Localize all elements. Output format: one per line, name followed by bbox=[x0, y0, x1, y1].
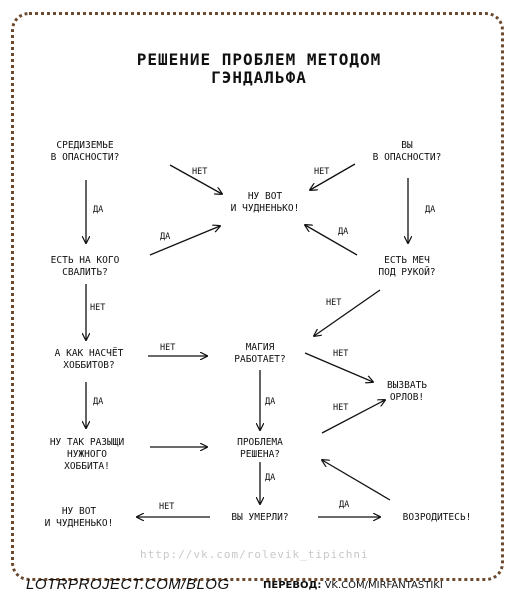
arrow-solved-to-eagles bbox=[321, 400, 385, 434]
node-what-about-hobbits: А КАК НАСЧЁТ ХОББИТОВ? bbox=[54, 348, 124, 371]
arrow-revive-to-solved bbox=[322, 460, 391, 501]
label-yes-sword: ДА bbox=[338, 227, 349, 237]
node-anyone-to-blame: ЕСТЬ НА КОГО СВАЛИТЬ? bbox=[50, 255, 120, 278]
label-yes-hobbits: ДА bbox=[93, 397, 104, 407]
arrow-middle-earth-to-fine bbox=[169, 164, 222, 194]
label-yes-you-danger: ДА bbox=[425, 205, 436, 215]
footer-translation-prefix: ПЕРЕВОД: bbox=[263, 580, 322, 591]
arrow-sword-to-magic bbox=[314, 289, 381, 336]
node-you-died: ВЫ УМЕРЛИ? bbox=[231, 512, 289, 523]
label-no-sword: НЕТ bbox=[326, 298, 342, 308]
watermark-url: http://vk.com/rolevik_tipichni bbox=[140, 548, 369, 561]
label-no-middle-earth: НЕТ bbox=[192, 167, 208, 177]
arrow-blame-to-fine bbox=[149, 226, 220, 256]
arrow-sword-to-fine bbox=[305, 225, 358, 256]
node-middle-earth-in-danger: СРЕДИЗЕМЬЕ В ОПАСНОСТИ? bbox=[50, 140, 120, 163]
node-problem-solved: ПРОБЛЕМА РЕШЕНА? bbox=[237, 437, 283, 460]
arrow-magic-to-eagles bbox=[304, 352, 373, 382]
label-yes-magic: ДА bbox=[265, 397, 276, 407]
footer-translation-link: VK.COM/MIRFANTASTIKI bbox=[324, 580, 443, 591]
footer-source: LOTRPROJECT.COM/BLOG bbox=[26, 576, 230, 593]
title-line-1: РЕШЕНИЕ ПРОБЛЕМ МЕТОДОМ bbox=[136, 50, 382, 69]
label-no-you-danger: НЕТ bbox=[314, 167, 330, 177]
node-call-eagles: ВЫЗВАТЬ ОРЛОВ! bbox=[386, 380, 428, 403]
node-find-hobbit: НУ ТАК РАЗЫЩИ НУЖНОГО ХОББИТА! bbox=[49, 437, 125, 472]
label-yes-blame: ДА bbox=[160, 232, 171, 242]
node-fine-bottom: НУ ВОТ И ЧУДНЕНЬКО! bbox=[44, 506, 114, 529]
dotted-frame bbox=[11, 12, 504, 581]
node-sword-at-hand: ЕСТЬ МЕЧ ПОД РУКОЙ? bbox=[378, 255, 436, 278]
arrow-you-danger-to-fine bbox=[310, 163, 356, 190]
label-no-blame: НЕТ bbox=[90, 303, 106, 313]
title-line-2: ГЭНДАЛЬФА bbox=[211, 68, 307, 87]
label-yes-solved: ДА bbox=[265, 473, 276, 483]
label-no-hobbits: НЕТ bbox=[160, 343, 176, 353]
footer-translation: ПЕРЕВОД: VK.COM/MIRFANTASTIKI bbox=[263, 580, 443, 591]
label-no-died: НЕТ bbox=[159, 502, 175, 512]
label-yes-middle-earth: ДА bbox=[93, 205, 104, 215]
node-you-in-danger: ВЫ В ОПАСНОСТИ? bbox=[372, 140, 442, 163]
label-yes-died: ДА bbox=[339, 500, 350, 510]
node-revive: ВОЗРОДИТЕСЬ! bbox=[402, 512, 472, 523]
node-fine-top: НУ ВОТ И ЧУДНЕНЬКО! bbox=[230, 191, 300, 214]
label-no-magic: НЕТ bbox=[333, 349, 349, 359]
label-no-solved: НЕТ bbox=[333, 403, 349, 413]
node-magic-works: МАГИЯ РАБОТАЕТ? bbox=[234, 342, 286, 365]
